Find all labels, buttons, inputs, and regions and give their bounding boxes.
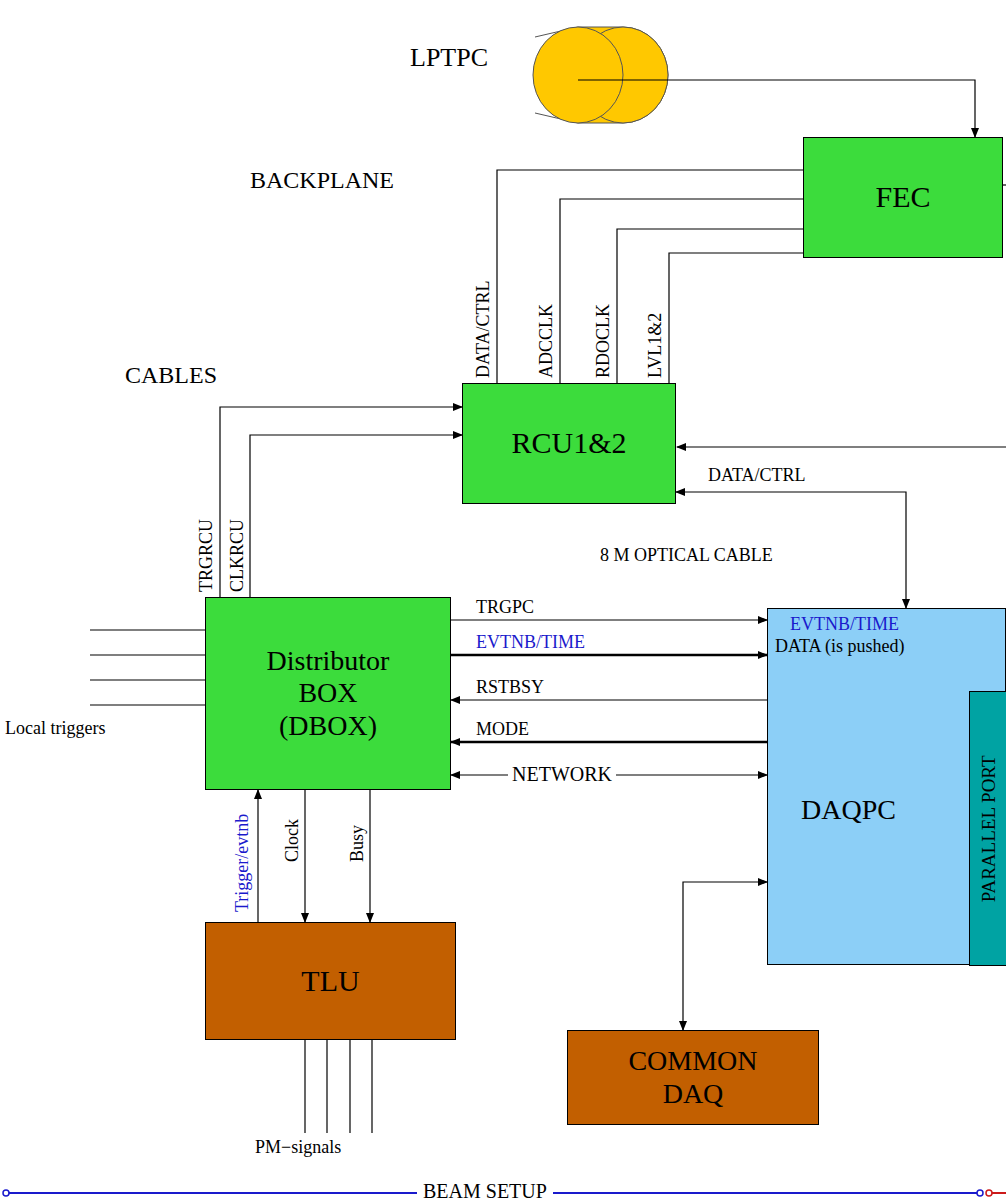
- node-text: RCU1&2: [511, 426, 626, 461]
- connector: [683, 882, 767, 1030]
- connector: [451, 699, 767, 700]
- connector: [257, 790, 258, 922]
- connector: [669, 253, 803, 383]
- signal-name: TRGPC: [476, 597, 534, 618]
- pm-signal-wires: [305, 1040, 372, 1133]
- setup-label: BEAM SETUP: [417, 1180, 553, 1203]
- node-text: COMMON DAQ: [608, 1045, 778, 1109]
- process-box: Distributor BOX (DBOX): [205, 597, 451, 790]
- signal-name: DATA/CTRL: [708, 465, 806, 486]
- connector: [676, 492, 906, 608]
- cable-label: 8 M OPTICAL CABLE: [600, 545, 773, 566]
- signal-name: Local triggers: [5, 718, 105, 739]
- group-label: BACKPLANE: [250, 167, 394, 195]
- connector: [451, 654, 767, 657]
- signal-name: NETWORK: [508, 763, 616, 786]
- node-text: LPTPC: [410, 43, 488, 73]
- connector: [369, 790, 370, 922]
- connector: [670, 80, 975, 137]
- detector-cylinder: LPTPC: [505, 25, 670, 125]
- signal-name: MODE: [476, 719, 529, 740]
- connector: [497, 170, 803, 383]
- signal-name: RDOCLK: [593, 304, 614, 378]
- connector: [451, 774, 767, 775]
- connector: [451, 619, 767, 620]
- fec-stub: [1003, 184, 1006, 185]
- node-text: DAQPC: [801, 794, 896, 826]
- signal-name: EVTNB/TIME: [476, 632, 585, 653]
- node-text: Distributor BOX (DBOX): [258, 645, 398, 742]
- connector: [451, 741, 767, 744]
- signal-name: PM−signals: [255, 1137, 341, 1158]
- external-rcu-input: [677, 446, 1006, 447]
- group-label: CABLES: [125, 362, 217, 390]
- connector: [304, 790, 305, 922]
- node-text: TLU: [301, 964, 359, 999]
- signal-name: Trigger/evtnb: [232, 814, 253, 912]
- signal-name: LVL1&2: [645, 313, 666, 378]
- process-box: FEC: [803, 137, 1003, 258]
- process-box: TLU: [205, 922, 456, 1040]
- node-text: PARALLEL PORT: [977, 755, 999, 902]
- signal-name: DATA/CTRL: [473, 280, 494, 378]
- signal-name: Clock: [282, 819, 303, 862]
- connector: [220, 407, 462, 597]
- process-box: RCU1&2: [462, 383, 676, 504]
- connector: [560, 199, 803, 383]
- signal-name: RSTBSY: [476, 677, 544, 698]
- connector: [617, 229, 803, 383]
- local-trigger-wires: [90, 630, 205, 705]
- signal-name: Busy: [347, 825, 368, 862]
- node-text: FEC: [875, 180, 930, 215]
- signal-name: ADCCLK: [536, 304, 557, 378]
- signal-name: TRGRCU: [196, 519, 217, 592]
- beam-setup-line: [3, 1190, 1006, 1196]
- connector: [250, 435, 462, 597]
- port-box: PARALLEL PORT: [969, 691, 1006, 966]
- cylinder-outline: [505, 25, 670, 125]
- computer-box: DAQPC PARALLEL PORT: [767, 608, 1006, 965]
- signal-name: CLKRCU: [227, 519, 248, 592]
- process-box: COMMON DAQ: [567, 1030, 819, 1125]
